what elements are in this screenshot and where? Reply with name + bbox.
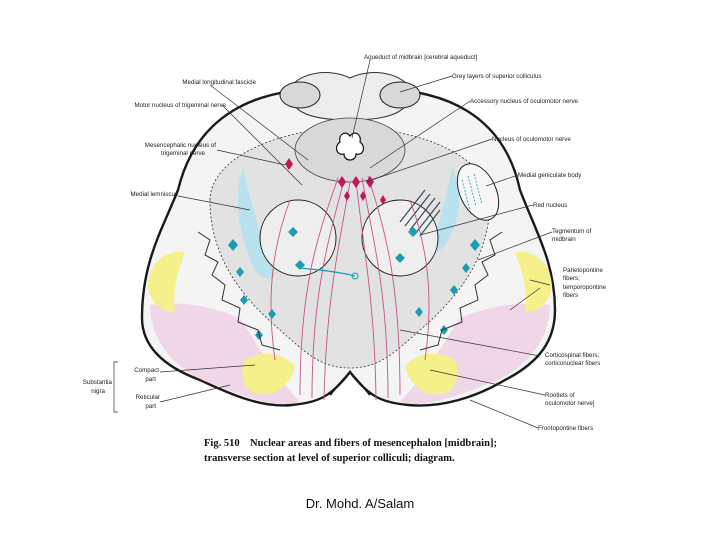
yellow-zone-left-upper (148, 251, 185, 312)
caption-line-2: transverse section at level of superior … (204, 453, 455, 464)
colliculus-left (279, 81, 321, 109)
label-mlf: Medial longitudinal fascicle (182, 79, 256, 86)
label-frontopontine: Frontopontine fibers (538, 425, 593, 432)
figure-number: Fig. 510 (204, 438, 240, 449)
yellow-zone-right-upper (515, 251, 552, 312)
cerebral-aqueduct (335, 132, 365, 161)
red-nucleus-left (259, 199, 337, 277)
label-parietopontine-2: fibers; (563, 275, 580, 282)
label-tegmentum-2: midbrain (552, 236, 576, 243)
label-accessory-nucleus: Accessory nucleus of oculomotor nerve (470, 98, 579, 105)
label-oculomotor-nucleus: Nucleus of oculomotor nerve (492, 136, 571, 143)
label-reticular-2: part (145, 403, 156, 410)
medial-geniculate-body (456, 163, 500, 221)
label-parietopontine-1: Parietopontine (563, 267, 603, 274)
label-red-nucleus: Red nucleus (533, 202, 567, 209)
label-rootlets-1: Rootlets of (545, 392, 575, 399)
label-tegmentum-1: Tegmentum of (552, 228, 591, 235)
label-compact-1: Compact (134, 367, 159, 374)
label-grey-layers: Grey layers of superior colliculus (452, 73, 541, 80)
label-substantia-1: Substantia (83, 379, 113, 386)
label-corticospinal-1: Corticospinal fibers; (545, 352, 600, 359)
label-motor-trigeminal: Motor nucleus of trigeminal nerve (135, 102, 227, 109)
substantia-nigra-border-left (197, 231, 281, 351)
author-credit: Dr. Mohd. A/Salam (305, 496, 415, 511)
oculomotor-nuclei (285, 158, 386, 205)
label-compact-2: part (145, 376, 156, 383)
colliculus-right (379, 81, 421, 109)
substantia-nigra-border-right (419, 231, 503, 351)
label-corticospinal-2: corticonuclear fibers (545, 360, 600, 367)
lemniscal-connection (299, 267, 356, 277)
trigeminal-and-lemniscal-nuclei (228, 227, 480, 340)
substantia-nigra-compact-left (242, 353, 295, 395)
label-rootlets-2: oculomotor nerve] (545, 400, 595, 407)
tegmentum (209, 127, 491, 369)
geniculate-fibers (461, 173, 483, 211)
lemniscal-terminal (351, 272, 359, 280)
interpeduncular-fossa (329, 370, 371, 396)
label-medial-geniculate: Medial geniculate body (518, 172, 582, 179)
label-substantia-2: nigra (91, 388, 105, 395)
label-temporopontine-1: temporopontine (563, 284, 607, 291)
label-reticular-1: Reticular (136, 394, 160, 401)
label-aqueduct: Aqueduct of midbrain [cerebral aqueduct] (364, 54, 477, 61)
substantia-nigra-compact-right (405, 353, 458, 395)
corticospinal-fibers (270, 175, 430, 401)
leader-lines (113, 59, 553, 429)
label-mesencephalic-2: trigeminal nerve (161, 150, 206, 157)
label-temporopontine-2: fibers (563, 292, 578, 299)
label-medial-lemniscus: Medial lemniscus (131, 191, 178, 198)
label-mesencephalic-1: Mesencephalic nucleus of (145, 142, 216, 149)
caption-line-1: Nuclear areas and fibers of mesencephalo… (250, 438, 497, 449)
